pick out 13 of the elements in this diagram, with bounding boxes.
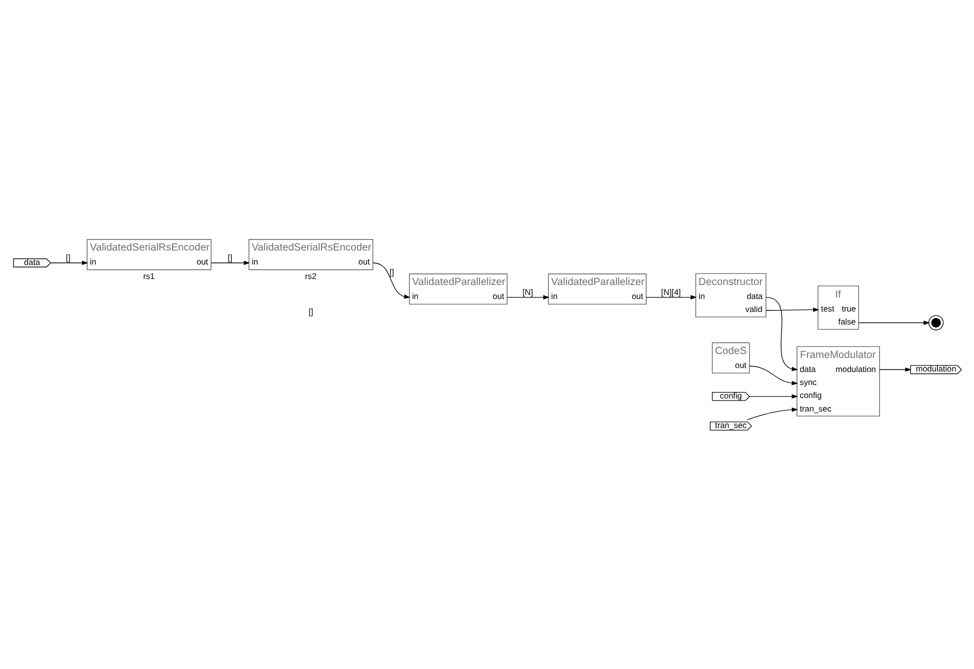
arrow: [748, 394, 798, 398]
arrow: [858, 320, 930, 324]
arrow: [748, 365, 798, 385]
arrow: [506, 294, 549, 299]
arrow: [878, 366, 911, 372]
arrow: [50, 260, 88, 265]
node-circle: [928, 314, 944, 330]
arrow: [372, 262, 410, 298]
arrow: [645, 294, 696, 299]
arrow: [765, 307, 819, 312]
arrow: [746, 407, 798, 420]
arrow: [210, 260, 250, 265]
arrow: [765, 296, 798, 371]
